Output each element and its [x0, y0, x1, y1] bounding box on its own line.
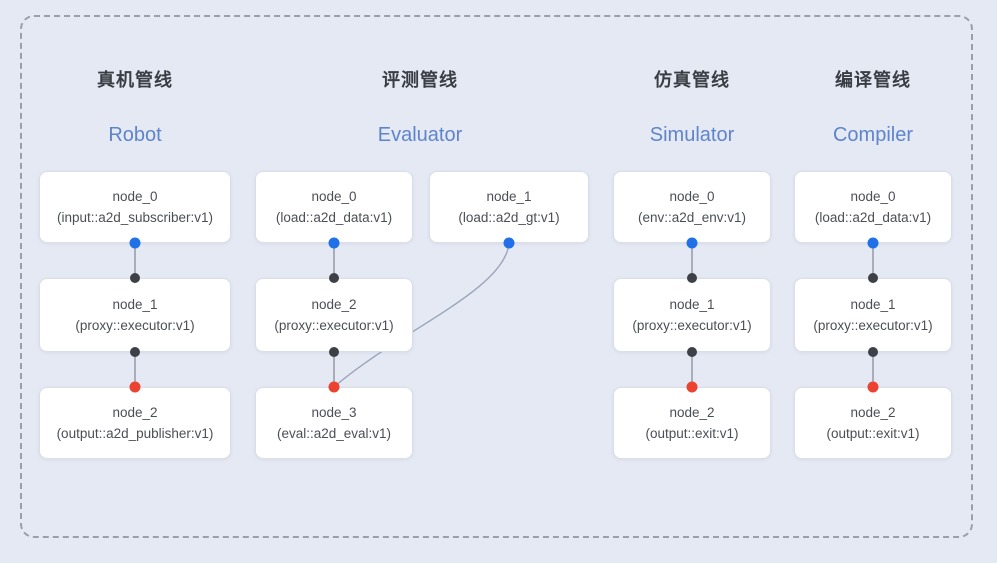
node-detail: (output::exit:v1) — [645, 426, 739, 441]
node-detail: (load::a2d_gt:v1) — [458, 210, 560, 225]
node-title: node_0 — [669, 189, 715, 204]
node-title: node_1 — [669, 297, 715, 312]
node-simulator-node1: node_1 (proxy::executor:v1) — [613, 278, 771, 352]
node-detail: (env::a2d_env:v1) — [637, 210, 747, 225]
node-detail: (load::a2d_data:v1) — [814, 210, 932, 225]
node-title: node_1 — [112, 297, 158, 312]
node-compiler-node0: node_0 (load::a2d_data:v1) — [794, 171, 952, 243]
node-compiler-node2: node_2 (output::exit:v1) — [794, 387, 952, 459]
pipeline-subtitle-compiler: Compiler — [832, 124, 914, 146]
node-robot-node0: node_0 (input::a2d_subscriber:v1) — [39, 171, 231, 243]
node-title: node_2 — [669, 405, 715, 420]
node-detail: (output::exit:v1) — [826, 426, 920, 441]
node-evaluator-node1: node_1 (load::a2d_gt:v1) — [429, 171, 589, 243]
pipeline-subtitle-simulator: Simulator — [649, 124, 735, 146]
node-detail: (eval::a2d_eval:v1) — [276, 426, 392, 441]
pipeline-title-simulator: 仿真管线 — [654, 70, 730, 90]
pipeline-subtitle-evaluator: Evaluator — [377, 124, 463, 146]
dashed-frame — [20, 15, 973, 538]
node-detail: (output::a2d_publisher:v1) — [56, 426, 214, 441]
node-title: node_2 — [850, 405, 896, 420]
node-title: node_1 — [486, 189, 532, 204]
node-detail: (proxy::executor:v1) — [632, 318, 752, 333]
node-detail: (proxy::executor:v1) — [274, 318, 394, 333]
pipeline-title-evaluator: 评测管线 — [382, 70, 458, 90]
node-evaluator-node2: node_2 (proxy::executor:v1) — [255, 278, 413, 352]
node-robot-node1: node_1 (proxy::executor:v1) — [39, 278, 231, 352]
node-title: node_0 — [112, 189, 158, 204]
node-title: node_3 — [311, 405, 357, 420]
node-title: node_2 — [112, 405, 158, 420]
pipeline-title-compiler: 编译管线 — [835, 70, 911, 90]
pipeline-subtitle-robot: Robot — [108, 124, 162, 146]
node-title: node_0 — [850, 189, 896, 204]
node-title: node_0 — [311, 189, 357, 204]
node-detail: (input::a2d_subscriber:v1) — [56, 210, 214, 225]
node-title: node_1 — [850, 297, 896, 312]
node-robot-node2: node_2 (output::a2d_publisher:v1) — [39, 387, 231, 459]
node-evaluator-node0: node_0 (load::a2d_data:v1) — [255, 171, 413, 243]
node-evaluator-node3: node_3 (eval::a2d_eval:v1) — [255, 387, 413, 459]
pipeline-title-robot: 真机管线 — [97, 70, 173, 90]
node-compiler-node1: node_1 (proxy::executor:v1) — [794, 278, 952, 352]
node-simulator-node0: node_0 (env::a2d_env:v1) — [613, 171, 771, 243]
node-detail: (load::a2d_data:v1) — [275, 210, 393, 225]
node-detail: (proxy::executor:v1) — [75, 318, 195, 333]
node-detail: (proxy::executor:v1) — [813, 318, 933, 333]
node-simulator-node2: node_2 (output::exit:v1) — [613, 387, 771, 459]
node-title: node_2 — [311, 297, 357, 312]
